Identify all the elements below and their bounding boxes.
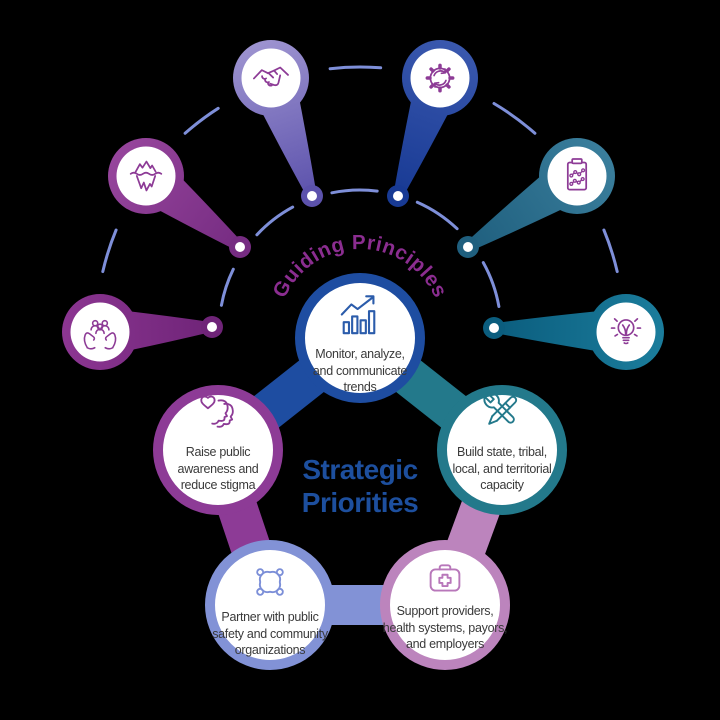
pin-dot-center (463, 242, 473, 252)
outer-arc-segment (328, 65, 383, 71)
pin-tail (393, 90, 453, 197)
inner-arc-segment (330, 188, 379, 195)
priority-circle-first-aid-kit (380, 540, 510, 670)
pin-tail (494, 310, 606, 353)
priority-ring (153, 385, 283, 515)
priority-circle-bar-chart (295, 273, 425, 403)
pin-tail (119, 310, 212, 352)
priority-label-monitor-trends: Monitor, analyze, and communicate trends (312, 347, 408, 394)
priority-label-partner-safety: Partner with public safety and community… (212, 610, 328, 657)
pin-dot-center (489, 323, 499, 333)
pin-dot-center (393, 191, 403, 201)
outer-arc-segment (492, 102, 537, 135)
pin-face (410, 48, 470, 108)
priority-ring (380, 540, 510, 670)
pin-dot-center (307, 191, 317, 201)
pin-dot-center (235, 242, 245, 252)
pin-face (241, 48, 301, 108)
priority-circle-heart-faces (153, 385, 283, 515)
pin-tail (258, 90, 317, 197)
outer-arc-segment (183, 106, 220, 135)
priority-ring (295, 273, 425, 403)
principle-pin-lightbulb (483, 294, 664, 370)
principle-pin-gear-sync (387, 40, 478, 207)
priority-label-raise-awareness: Raise public awareness and reduce stigma (177, 445, 259, 492)
inner-arc-segment (415, 200, 459, 231)
outer-arc-segment (602, 228, 619, 274)
priority-label-build-capacity: Build state, tribal, local, and territor… (452, 445, 552, 492)
pin-face (547, 146, 607, 206)
priority-ring (205, 540, 335, 670)
inner-arc-segment (255, 205, 295, 237)
priority-ring (437, 385, 567, 515)
priority-circle-tools (437, 385, 567, 515)
pin-dot-center (207, 322, 217, 332)
connector-arcs (101, 65, 619, 308)
pin-face (116, 146, 176, 206)
principle-pin-clipboard-chart (457, 138, 615, 258)
principle-pin-iceberg (108, 138, 251, 258)
principle-pin-handshake (233, 40, 323, 207)
center-title: Strategic Priorities (301, 454, 419, 518)
outer-arc-segment (101, 228, 118, 274)
inner-arc-segment (481, 261, 501, 308)
pin-face (70, 302, 130, 362)
inner-arc-segment (219, 267, 235, 307)
priority-label-support-providers: Support providers, health systems, payor… (382, 604, 508, 651)
principle-pin-hands-people (62, 294, 223, 370)
priority-circle-community (205, 540, 335, 670)
